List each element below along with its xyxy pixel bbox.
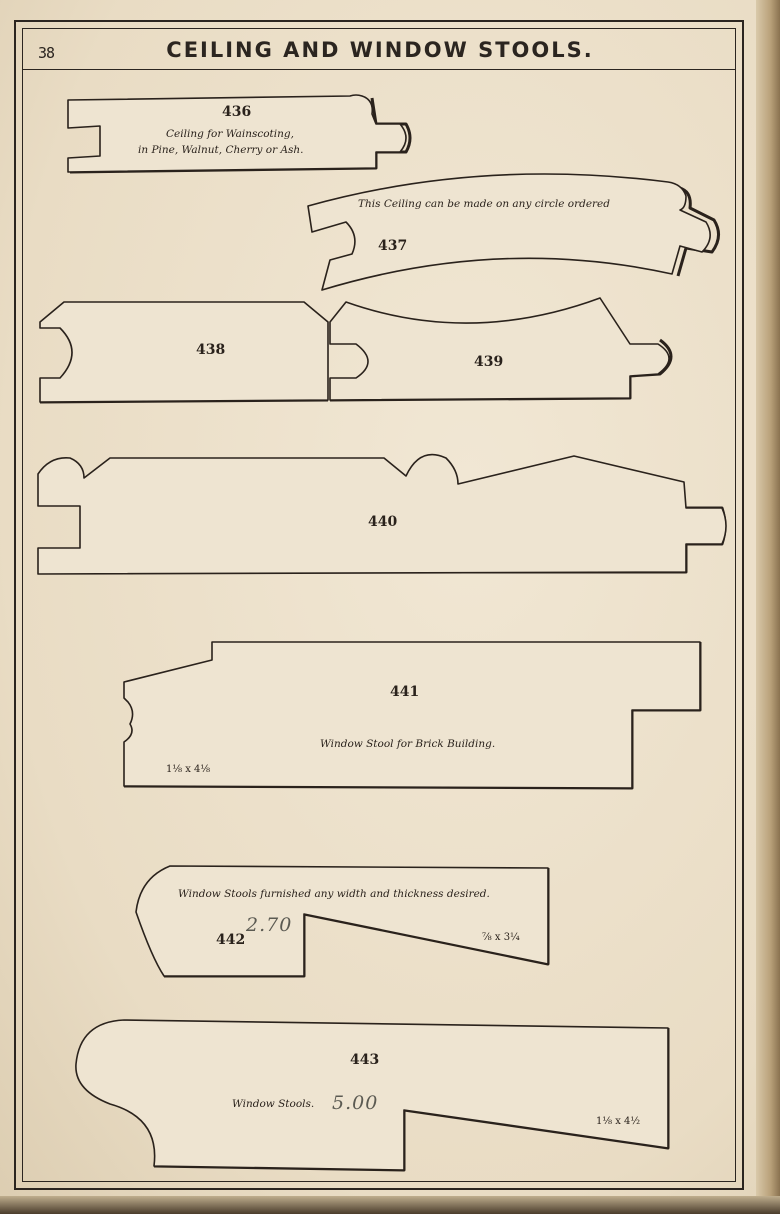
page-edge-right bbox=[756, 0, 780, 1214]
page-title: CEILING AND WINDOW STOOLS. bbox=[166, 38, 594, 62]
profile-441 bbox=[123, 641, 702, 790]
item-437-caption: This Ceiling can be made on any circle o… bbox=[358, 198, 610, 210]
item-442-number: 442 bbox=[216, 932, 246, 948]
profile-436 bbox=[67, 94, 412, 174]
item-443-dimensions: 1⅛ x 4½ bbox=[596, 1116, 641, 1127]
profile-439 bbox=[329, 297, 673, 402]
item-442-handwritten-price: 2.70 bbox=[246, 914, 293, 936]
item-438-number: 438 bbox=[196, 342, 226, 358]
profile-438 bbox=[39, 301, 329, 404]
profile-442 bbox=[135, 865, 550, 978]
item-442-caption: Window Stools furnished any width and th… bbox=[178, 888, 490, 900]
item-443-number: 443 bbox=[350, 1052, 380, 1068]
item-441-caption: Window Stool for Brick Building. bbox=[320, 738, 496, 750]
item-441-dimensions: 1⅛ x 4⅛ bbox=[166, 764, 211, 775]
item-439-number: 439 bbox=[474, 354, 504, 370]
page-edge-bottom bbox=[0, 1196, 780, 1214]
item-437-number: 437 bbox=[378, 238, 408, 254]
page-number: 38 bbox=[38, 44, 55, 62]
item-443-caption: Window Stools. bbox=[232, 1098, 315, 1110]
header-rule bbox=[22, 69, 736, 70]
profile-443 bbox=[75, 1019, 670, 1172]
item-440-number: 440 bbox=[368, 514, 398, 530]
item-436-caption-line1: Ceiling for Wainscoting, bbox=[166, 128, 294, 140]
page-border-outer bbox=[14, 20, 744, 1190]
item-436-number: 436 bbox=[222, 104, 252, 120]
profile-437 bbox=[307, 173, 720, 291]
item-443-handwritten-price: 5.00 bbox=[332, 1092, 379, 1114]
item-441-number: 441 bbox=[390, 684, 420, 700]
profile-440 bbox=[37, 453, 727, 575]
item-442-dimensions: ⅞ x 3¼ bbox=[482, 932, 520, 943]
page-border-inner bbox=[22, 28, 736, 1182]
item-436-caption-line2: in Pine, Walnut, Cherry or Ash. bbox=[138, 144, 304, 156]
